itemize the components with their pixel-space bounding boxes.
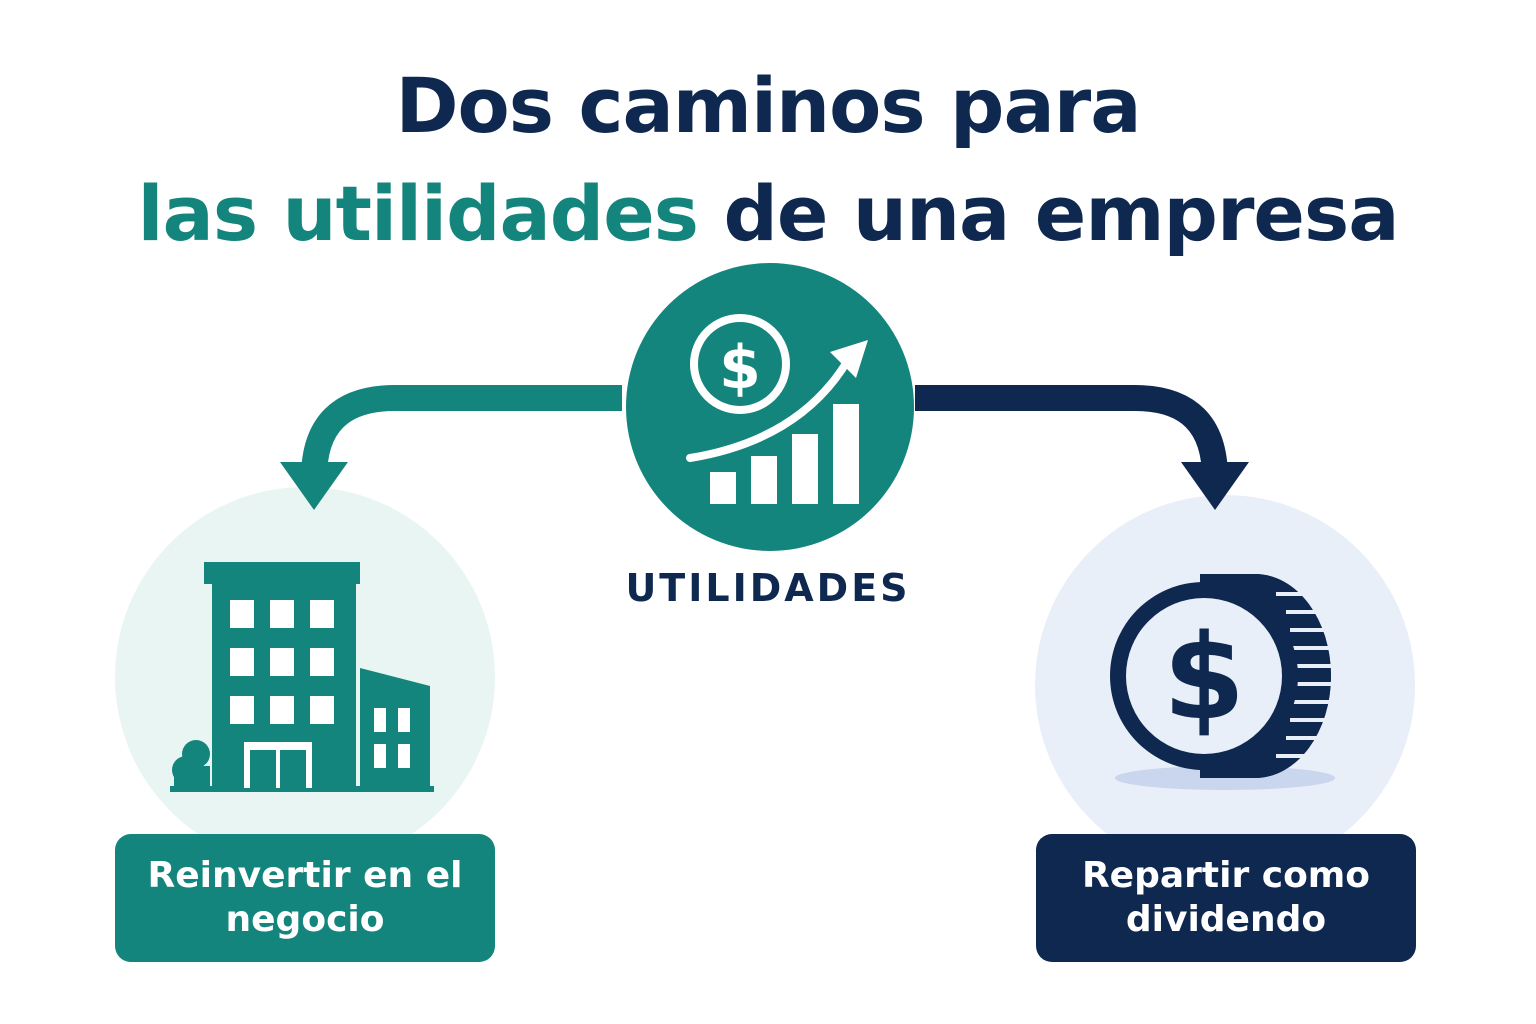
svg-text:$: $ <box>1163 608 1245 746</box>
dividend-option-label: Repartir como dividendo <box>1081 855 1371 940</box>
title-accent: las utilidades <box>137 169 698 258</box>
title-line-1: Dos caminos para <box>395 61 1141 150</box>
profit-growth-icon: $ <box>626 263 914 551</box>
title-line-2: las utilidades de una empresa <box>0 160 1536 268</box>
reinvest-option-box: Reinvertir en el negocio <box>115 834 495 962</box>
building-icon <box>170 562 434 792</box>
coin-icon: $ <box>1110 574 1335 790</box>
center-label: UTILIDADES <box>625 566 911 610</box>
dividend-option-box: Repartir como dividendo <box>1036 834 1416 962</box>
page-title: Dos caminos para las utilidades de una e… <box>0 52 1536 268</box>
svg-text:$: $ <box>719 333 761 403</box>
title-rest: de una empresa <box>697 169 1399 258</box>
left-arrow <box>280 385 622 510</box>
reinvest-option-label: Reinvertir en el negocio <box>147 855 463 940</box>
right-arrow <box>915 385 1249 510</box>
